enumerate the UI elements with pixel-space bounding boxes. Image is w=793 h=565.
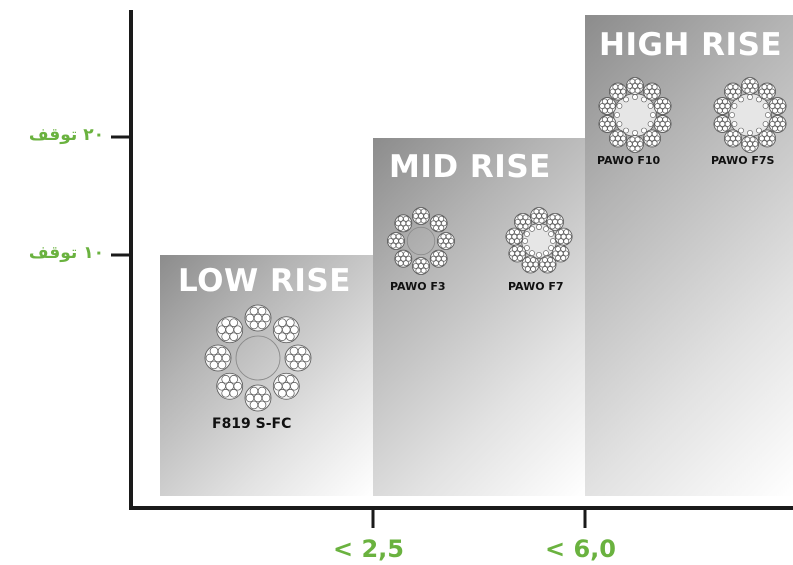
segment-title-mid-rise: MID RISE (389, 149, 551, 185)
rope-cross-section-icon (598, 77, 672, 153)
rope-cross-section-icon (505, 207, 573, 274)
rope-label-pawo-f7: PAWO F7 (508, 280, 564, 293)
rope-core (406, 226, 436, 256)
rope-cross-section-icon (713, 77, 787, 153)
rope-label-pawo-f3: PAWO F3 (390, 280, 446, 293)
segment-title-high-rise: HIGH RISE (599, 27, 783, 63)
x-tick-label-2-5: < 2,5 (333, 535, 404, 563)
x-tick-label-6-0: < 6,0 (545, 535, 616, 563)
step-mid-rise (373, 138, 585, 496)
y-tick-label-20: ۲۰ توقف (28, 125, 104, 145)
rope-core (235, 335, 281, 381)
step-low-rise (160, 255, 373, 496)
rope-label-pawo-f7s: PAWO F7S (711, 154, 775, 167)
rope-label-f819: F819 S-FC (212, 416, 292, 432)
segment-title-low-rise: LOW RISE (178, 263, 351, 299)
rope-cross-section-icon (204, 304, 312, 412)
y-tick-label-10: ۱۰ توقف (28, 243, 104, 263)
rope-label-pawo-f10: PAWO F10 (597, 154, 661, 167)
rope-cross-section-icon (387, 207, 455, 275)
